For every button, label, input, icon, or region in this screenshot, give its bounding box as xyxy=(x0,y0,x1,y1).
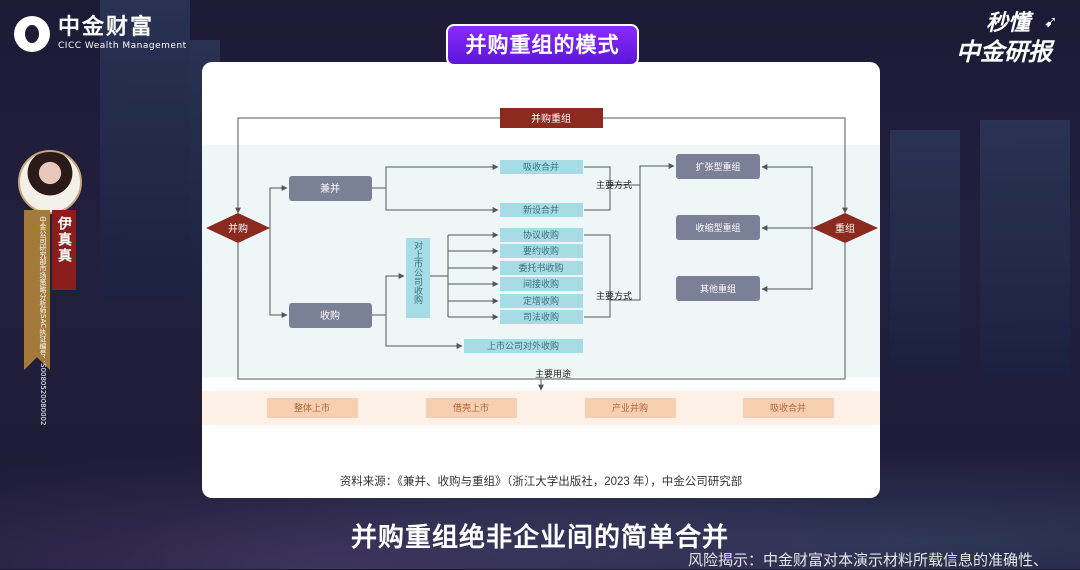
restructure-box xyxy=(676,215,760,240)
use-label: 整体上市 xyxy=(294,402,330,413)
listed-target-label: 对上市公司收购 xyxy=(413,240,423,305)
use-box xyxy=(267,398,358,418)
link-merge-types xyxy=(372,164,499,189)
swoosh-icon: ➹ xyxy=(1044,12,1058,31)
listed-type-box xyxy=(500,310,583,324)
acquire-box xyxy=(289,303,372,328)
restructure-label: 其他重组 xyxy=(700,283,736,294)
external-label: 上市公司对外收购 xyxy=(487,340,559,351)
link-hub-restructure-3 xyxy=(761,228,813,292)
listed-type-label: 协议收购 xyxy=(523,229,559,240)
listed-type-box xyxy=(500,294,583,308)
use-box xyxy=(585,398,676,418)
merge-label: 兼并 xyxy=(320,182,340,195)
use-box xyxy=(426,398,517,418)
restructure-label: 扩张型重组 xyxy=(695,161,740,172)
link-method-2 xyxy=(610,166,641,301)
merge-type-label: 吸收合并 xyxy=(523,161,559,172)
top-box xyxy=(500,108,603,128)
use-label: 产业并购 xyxy=(612,402,648,413)
presenter-ribbon xyxy=(24,210,50,370)
link-top-right xyxy=(603,117,848,214)
link-merge-types-2 xyxy=(385,188,499,213)
logo-en: CICC Wealth Management xyxy=(58,41,187,51)
listed-target-box xyxy=(406,238,430,318)
link-acquire-external xyxy=(385,315,463,349)
link-listed-types xyxy=(430,235,449,317)
method-label-1: 主要方式 xyxy=(596,179,632,190)
use-label: 借壳上市 xyxy=(453,402,489,413)
link-hub-restructure xyxy=(761,164,813,228)
bg-building xyxy=(980,120,1070,380)
presenter-name: 伊真真 xyxy=(56,216,72,264)
risk-disclosure: 风险揭示：中金财富对本演示材料所载信息的准确性、 xyxy=(688,551,1049,569)
restructure-label: 收缩型重组 xyxy=(695,222,740,233)
presenter-avatar xyxy=(18,150,82,214)
method-label-2: 主要方式 xyxy=(596,290,632,301)
listed-type-box xyxy=(500,228,583,242)
listed-type-label: 定增收购 xyxy=(523,295,559,306)
cicc-logo-icon xyxy=(14,16,50,52)
merge-type-label: 新设合并 xyxy=(523,204,559,215)
logo-cn: 中金财富 xyxy=(58,15,155,40)
presenter-name-ribbon xyxy=(52,210,76,290)
cicc-logo: 中金财富 CICC Wealth Management xyxy=(14,16,187,52)
top-label: 并购重组 xyxy=(531,112,571,125)
use-label: 吸收合并 xyxy=(770,402,806,413)
show-brand-line1: 秒懂 xyxy=(985,11,1030,36)
presenter-role: 中金公司研究部市场策略分析师 xyxy=(39,216,47,314)
restructure-box xyxy=(676,154,760,179)
link-hub-merge xyxy=(269,185,288,228)
listed-type-label: 间接收购 xyxy=(523,278,559,289)
link-top-left xyxy=(235,117,500,214)
source-note: 资料来源：《兼并、收购与重组》（浙江大学出版社，2023 年），中金公司研究部 xyxy=(340,474,743,488)
link-acquire-listed xyxy=(372,273,405,316)
merge-type-box xyxy=(500,160,583,174)
left-hub xyxy=(206,213,270,243)
page-title: 并购重组的模式 xyxy=(446,24,639,66)
presenter-sac: SAC执证编号：S0080520080002 xyxy=(39,314,47,426)
main-use-label: 主要用途 xyxy=(535,368,571,379)
listed-type-box xyxy=(500,244,583,258)
use-box xyxy=(743,398,834,418)
link-hub-acquire xyxy=(269,228,288,318)
left-hub-label: 并购 xyxy=(228,222,248,235)
listed-type-label: 要约收购 xyxy=(523,245,559,256)
bracket-method-1 xyxy=(584,166,611,211)
listed-type-label: 委托书收购 xyxy=(518,262,563,273)
show-brand: 秒懂 中金研报 xyxy=(956,10,1052,66)
listed-type-label: 司法收购 xyxy=(523,311,559,322)
show-brand-line2: 中金研报 xyxy=(956,38,1052,66)
bg-building xyxy=(890,130,960,370)
right-hub-label: 重组 xyxy=(835,222,855,235)
video-subtitle: 并购重组绝非企业间的简单合并 xyxy=(350,523,729,553)
presenter-title: 中金公司研究部市场策略分析师SAC执证编号：S0080520080002 xyxy=(26,216,48,425)
listed-type-box xyxy=(500,261,583,275)
acquire-label: 收购 xyxy=(320,309,340,322)
right-hub xyxy=(812,213,878,243)
listed-type-box xyxy=(500,277,583,291)
merge-type-box xyxy=(500,203,583,217)
restructure-box xyxy=(676,276,760,301)
external-box xyxy=(464,339,583,353)
merge-box xyxy=(289,176,372,201)
bg-building xyxy=(100,0,190,300)
bracket-method-2 xyxy=(584,234,611,318)
